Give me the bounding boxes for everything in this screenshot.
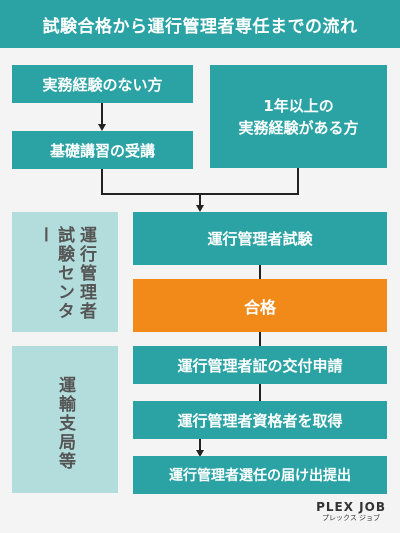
connector-line bbox=[101, 103, 103, 129]
exam-box: 運行管理者試験 bbox=[133, 212, 387, 265]
experience-line-1: 1年以上の bbox=[263, 96, 334, 115]
plexjob-logo: PLEX JOB プレックス ジョブ bbox=[316, 500, 386, 523]
certificate-box: 運行管理者証の交付申請 bbox=[133, 346, 387, 384]
pass-box: 合格 bbox=[133, 279, 387, 332]
exam-center-col-2: 試験センター bbox=[34, 226, 74, 321]
arrow-icon bbox=[196, 450, 204, 457]
transport-bureau-col: 運輸支局等 bbox=[55, 376, 75, 471]
logo-sub-text: プレックス ジョブ bbox=[322, 514, 381, 522]
connector-line bbox=[297, 168, 299, 195]
exam-center-label: 運行管理者 試験センター bbox=[12, 212, 118, 332]
connector-line bbox=[101, 169, 103, 195]
no-experience-box: 実務経験のない方 bbox=[12, 65, 193, 103]
logo-main-text: PLEX JOB bbox=[316, 500, 386, 514]
notify-box: 運行管理者選任の届け出提出 bbox=[133, 456, 387, 494]
connector-line bbox=[259, 265, 261, 279]
experience-box: 1年以上の 実務経験がある方 bbox=[210, 65, 387, 168]
experience-line-2: 実務経験がある方 bbox=[238, 118, 359, 137]
page-title: 試験合格から運行管理者専任までの流れ bbox=[0, 0, 400, 48]
qualified-box: 運行管理者資格者を取得 bbox=[133, 401, 387, 439]
connector-line bbox=[259, 332, 261, 346]
exam-center-col-1: 運行管理者 bbox=[76, 226, 96, 321]
connector-line bbox=[199, 193, 201, 207]
basic-course-box: 基礎講習の受講 bbox=[12, 131, 193, 169]
connector-line bbox=[199, 439, 201, 453]
transport-bureau-label: 運輸支局等 bbox=[12, 346, 118, 493]
arrow-icon bbox=[196, 205, 204, 212]
connector-line bbox=[259, 384, 261, 401]
arrow-icon bbox=[98, 124, 106, 131]
